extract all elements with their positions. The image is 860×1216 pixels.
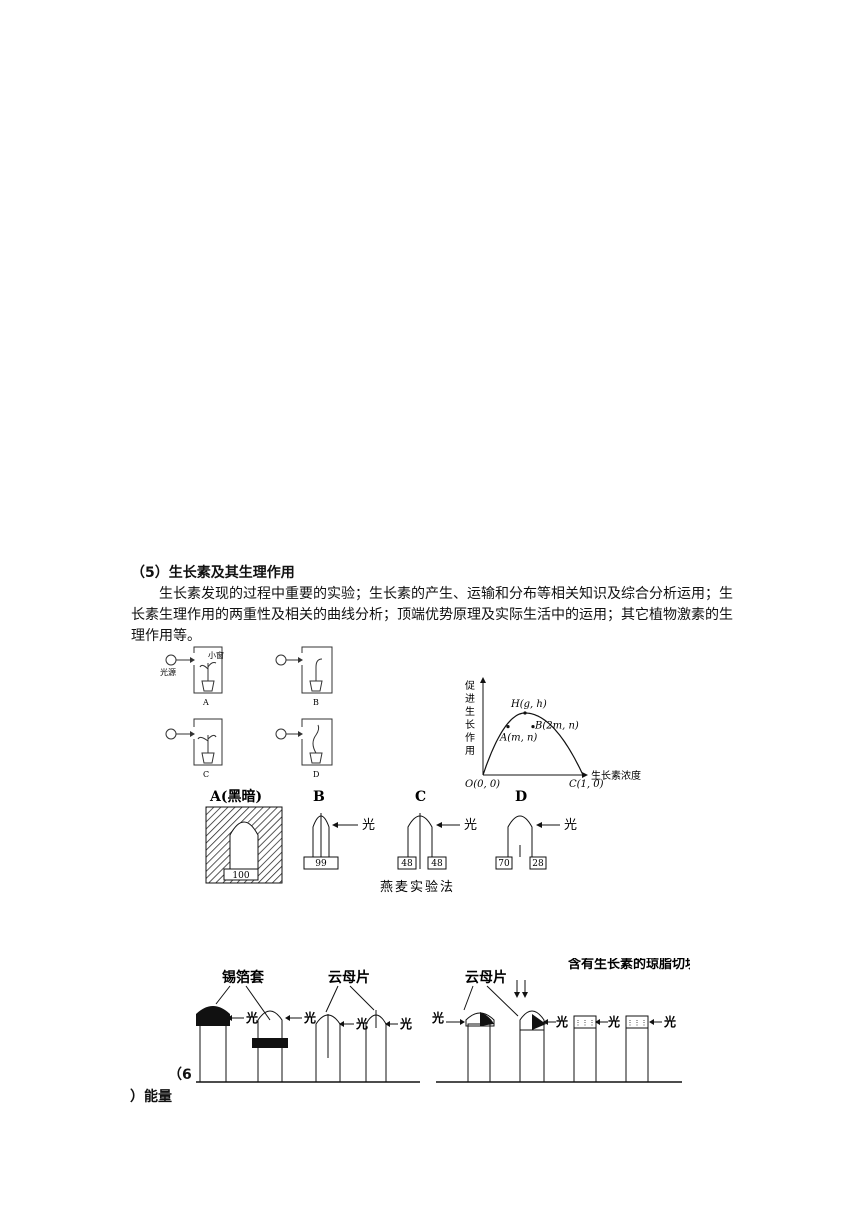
y-axis-label-char: 促 xyxy=(465,679,475,692)
light-label-5: 光 xyxy=(431,1010,444,1025)
light-label-1: 光 xyxy=(245,1010,258,1025)
light-label-b: 光 xyxy=(362,818,375,833)
panel-a-label: A xyxy=(202,698,209,707)
svg-text:⋮⋮⋮: ⋮⋮⋮ xyxy=(575,1019,596,1027)
oat-label-b: B xyxy=(313,789,325,805)
panel-c-label: C xyxy=(203,770,209,779)
panel-c: C xyxy=(165,718,223,779)
point-label-h: H(g, h) xyxy=(510,699,547,710)
light-label-c: 光 xyxy=(464,818,477,833)
svg-text:⋮⋮⋮: ⋮⋮⋮ xyxy=(627,1019,648,1027)
section-6-heading-part1: （6 xyxy=(168,1067,192,1083)
point-label-a: A(m, n) xyxy=(499,733,537,744)
point-label-c: C(1, 0) xyxy=(569,779,604,790)
oat-label-c: C xyxy=(415,789,426,805)
hole-label: 小窗 xyxy=(208,650,224,660)
agar-value-d-left: 70 xyxy=(498,859,510,869)
y-axis-label-char: 生 xyxy=(465,705,475,718)
tin-foil-label: 锡箔套 xyxy=(222,969,264,986)
light-label-2: 光 xyxy=(303,1010,316,1025)
light-label-d: 光 xyxy=(564,818,577,833)
point-label-o: O(0, 0) xyxy=(465,779,500,790)
agar-value-c-left: 48 xyxy=(401,859,413,869)
point-label-b: B(2m, n) xyxy=(534,721,579,732)
section-5-heading: （5）生长素及其生理作用 xyxy=(131,565,295,581)
y-axis-label-char: 进 xyxy=(465,693,475,705)
coleoptile-experiments-figure: 锡箔套 云母片 云母片 含有生长素的琼脂切块 光 光 光 光 光 光 ⋮⋮⋮ xyxy=(196,958,690,1083)
point-a xyxy=(506,725,510,729)
section-5-paragraph: 生长素发现的过程中重要的实验；生长素的产生、运输和分布等相关知识及综合分析运用；… xyxy=(131,586,733,644)
light-label-6: 光 xyxy=(555,1014,568,1029)
agar-value-b: 99 xyxy=(315,859,327,869)
agar-label: 含有生长素的琼脂切块 xyxy=(567,958,690,972)
light-label-7: 光 xyxy=(607,1014,620,1029)
phototropism-figure: 光源 小窗 A B C D xyxy=(160,646,333,779)
light-source-icon xyxy=(165,654,177,666)
light-source-label: 光源 xyxy=(160,667,176,677)
mica-label-left: 云母片 xyxy=(328,969,370,986)
section-6-heading-part2: ）能量 xyxy=(130,1089,172,1105)
mica-label-right: 云母片 xyxy=(465,969,507,986)
point-b xyxy=(531,725,535,729)
oat-label-d: D xyxy=(515,789,527,805)
panel-d: D xyxy=(275,718,333,779)
x-axis-label: 生长素浓度 xyxy=(591,769,641,782)
point-h xyxy=(523,711,527,715)
light-label-3: 光 xyxy=(355,1016,368,1031)
response-curve xyxy=(482,712,584,776)
panel-a: 光源 小窗 A xyxy=(160,646,224,707)
agar-value-c-right: 48 xyxy=(431,859,443,869)
y-axis-label-char: 长 xyxy=(465,719,475,731)
agar-value-d-right: 28 xyxy=(532,859,544,869)
oat-coleoptile-figure: A(黑暗) B C D 100 99 光 48 48 光 70 28 光 燕麦实… xyxy=(205,788,577,895)
light-label-8: 光 xyxy=(663,1014,676,1029)
light-label-4: 光 xyxy=(399,1016,412,1031)
oat-label-a: A(黑暗) xyxy=(209,788,262,805)
oat-caption: 燕麦实验法 xyxy=(380,879,455,895)
y-axis-label-char: 作 xyxy=(465,732,475,744)
panel-b: B xyxy=(275,646,333,707)
panel-b-label: B xyxy=(313,698,319,707)
panel-d-label: D xyxy=(313,770,319,779)
y-axis-label-char: 用 xyxy=(465,746,475,757)
agar-value-a: 100 xyxy=(232,871,249,881)
